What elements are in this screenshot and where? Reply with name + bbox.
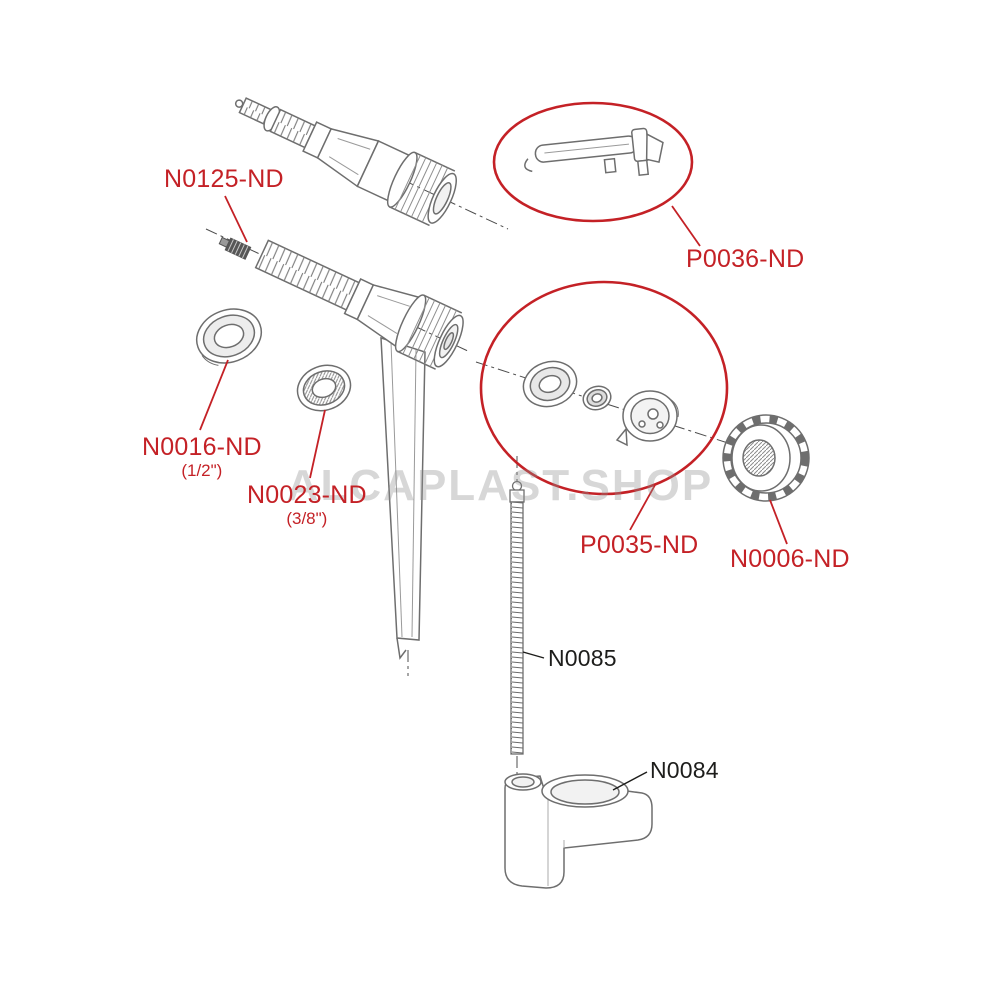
label-n0125-nd: N0125-ND [164, 166, 284, 193]
part-number-p0036: P0036-ND [686, 245, 805, 273]
valve-assembly-complete [234, 97, 457, 227]
label-n0085: N0085 [548, 646, 617, 671]
part-number-n0016: N0016-ND [142, 433, 262, 461]
label-n0023-nd: N0023-ND (3/8") [247, 482, 367, 528]
callout-ellipse-p0035 [479, 280, 729, 496]
threaded-rod-n0085 [509, 480, 525, 755]
callout-ellipse-p0036 [492, 101, 694, 223]
part-number-n0084: N0084 [650, 757, 719, 783]
diaphragm-disc [582, 385, 612, 411]
float-cup-n0084 [504, 773, 653, 889]
valve-assembly-main [254, 239, 464, 370]
red-leader-lines [199, 195, 788, 545]
valve-tube [380, 336, 426, 660]
part-number-n0125: N0125-ND [164, 165, 284, 193]
diaphragm-cap [615, 390, 679, 447]
label-n0084: N0084 [650, 758, 719, 783]
part-size-n0023: (3/8") [286, 509, 328, 528]
black-leader-lines [522, 651, 648, 791]
washer-n0023 [296, 364, 352, 412]
part-size-n0016: (1/2") [181, 461, 223, 480]
part-number-p0035: P0035-ND [580, 531, 699, 559]
centerlines [205, 101, 757, 782]
washer-n0016 [195, 308, 263, 366]
part-number-n0023: N0023-ND [247, 481, 367, 509]
part-number-n0006: N0006-ND [730, 545, 850, 573]
pin-part-n0125 [218, 236, 252, 260]
diaphragm-washer [522, 360, 578, 408]
lever-part-p0036 [524, 127, 664, 177]
label-p0036-nd: P0036-ND [686, 246, 804, 273]
label-p0035-nd: P0035-ND [580, 532, 698, 559]
ribbed-nut-n0006 [722, 414, 810, 502]
label-n0016-nd: N0016-ND (1/2") [142, 434, 262, 480]
label-n0006-nd: N0006-ND [730, 546, 850, 573]
part-number-n0085: N0085 [548, 645, 617, 671]
